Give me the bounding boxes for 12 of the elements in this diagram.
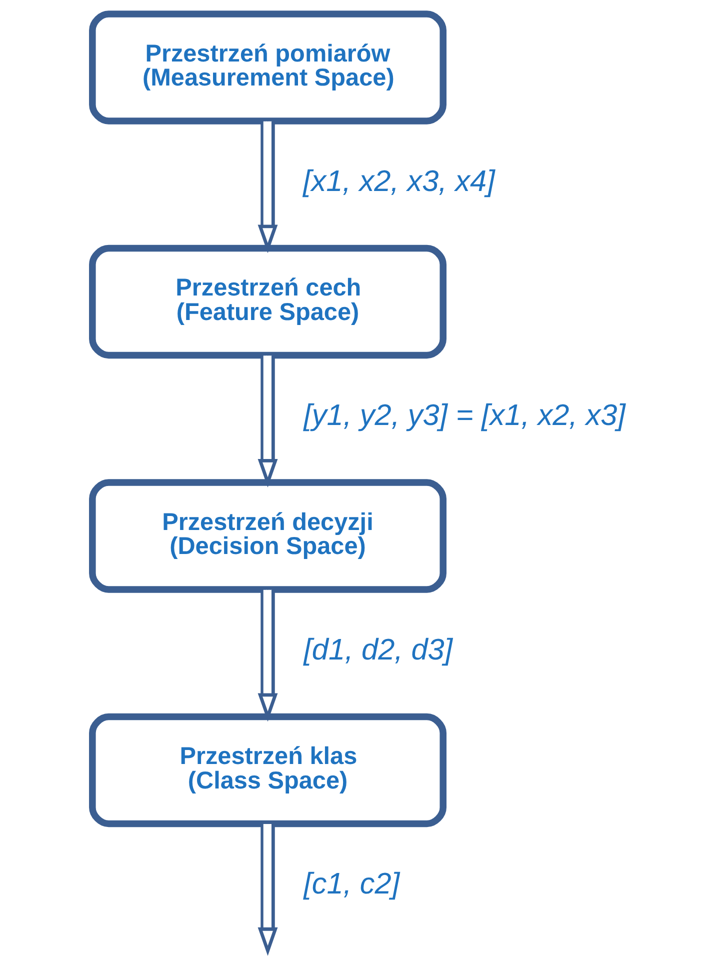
edge-label: [c1, c2]: [303, 868, 400, 901]
edge-label: [y1, y2, y3] = [x1, x2, x3]: [303, 399, 625, 432]
arrow: [257, 356, 278, 488]
node-box: Przestrzeń pomiarów (Measurement Space): [88, 10, 446, 124]
arrow: [257, 121, 278, 254]
arrow: [257, 590, 278, 722]
node-box: Przestrzeń decyzji (Decision Space): [88, 479, 446, 593]
edge-label: [d1, d2, d3]: [303, 633, 452, 666]
node-box: Przestrzeń cech (Feature Space): [88, 244, 446, 359]
node-box: Przestrzeń klas (Class Space): [88, 713, 446, 828]
arrow: [257, 824, 278, 956]
edge-label: [x1, x2, x3, x4]: [302, 164, 494, 198]
